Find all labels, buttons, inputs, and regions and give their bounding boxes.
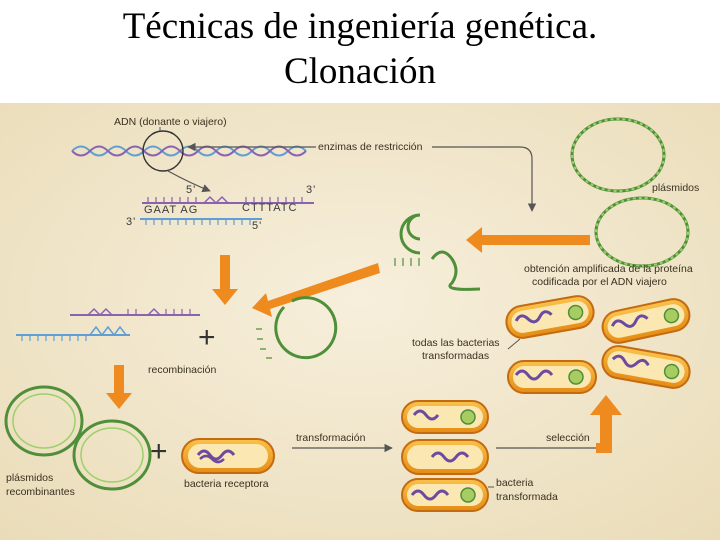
cut-arrow (167, 170, 211, 193)
sticky-end-fragment (140, 195, 314, 225)
recombinant-plasmid-2 (72, 419, 152, 491)
slide-title: Técnicas de ingeniería genética. Clonaci… (0, 4, 720, 94)
recombinant-plasmid-1 (4, 385, 84, 457)
plasmid-bottom (594, 196, 690, 268)
enzymes-connector (432, 146, 537, 212)
bacterium-right-4 (601, 345, 691, 389)
label-adn: ADN (donante o viajero) (114, 116, 227, 128)
label-plasmidos: plásmidos (652, 182, 699, 194)
label-todas-2: transformadas (422, 350, 489, 362)
plus-sign-2: + (150, 435, 168, 468)
label-todas-1: todas las bacterias (412, 337, 500, 349)
label-plasmidos-rec-2: recombinantes (6, 486, 75, 498)
arrow-plasmid-open (466, 227, 590, 253)
receptor-bacterium (181, 438, 275, 474)
label-obtencion-2: codificada por el ADN viajero (532, 276, 667, 288)
cut-plasmid (256, 296, 338, 360)
arrow-down-1 (212, 255, 238, 305)
sequence-left: GAAT AG (144, 204, 198, 216)
figure-background (0, 103, 720, 540)
bacterium-right-3 (507, 360, 597, 394)
bacterium-mid-2 (401, 439, 489, 475)
arrow-to-recombination (252, 263, 380, 317)
label-bacteria-transformada-1: bacteria (496, 477, 534, 489)
arrow-up-selection (590, 395, 622, 453)
label-3-bottom: 3' (126, 216, 136, 228)
label-plasmidos-rec-1: plásmidos (6, 472, 53, 484)
plus-sign-1: + (198, 321, 216, 354)
label-transformacion: transformación (296, 432, 366, 444)
bacterium-mid-1 (401, 400, 489, 434)
label-obtencion-1: obtención amplificada de la proteína (524, 263, 693, 275)
sequence-right: CTTTATC (242, 202, 297, 214)
plasmid-top (570, 117, 666, 193)
opened-plasmid (394, 213, 481, 291)
label-recombinacion: recombinación (148, 364, 216, 376)
title-line-1: Técnicas de ingeniería genética. (122, 6, 598, 47)
label-5-top: 5' (186, 184, 196, 196)
label-enzimas: enzimas de restricción (318, 141, 423, 153)
label-5-bottom: 5' (252, 220, 262, 232)
insert-fragment (16, 307, 200, 341)
title-line-2: Clonación (283, 51, 437, 92)
label-bacteria-receptora: bacteria receptora (184, 478, 269, 490)
bacterium-right-1 (505, 295, 595, 339)
bacterium-mid-3 (401, 478, 489, 512)
restriction-site-circle (142, 130, 184, 172)
todas-pointer (507, 338, 521, 350)
bacterium-right-2 (601, 298, 691, 344)
label-seleccion: selección (546, 432, 590, 444)
label-3-top: 3' (306, 184, 316, 196)
label-bacteria-transformada-2: transformada (496, 491, 558, 503)
cloning-diagram: ADN (donante o viajero) enzimas de restr… (0, 103, 720, 540)
arrow-down-2 (106, 365, 132, 409)
